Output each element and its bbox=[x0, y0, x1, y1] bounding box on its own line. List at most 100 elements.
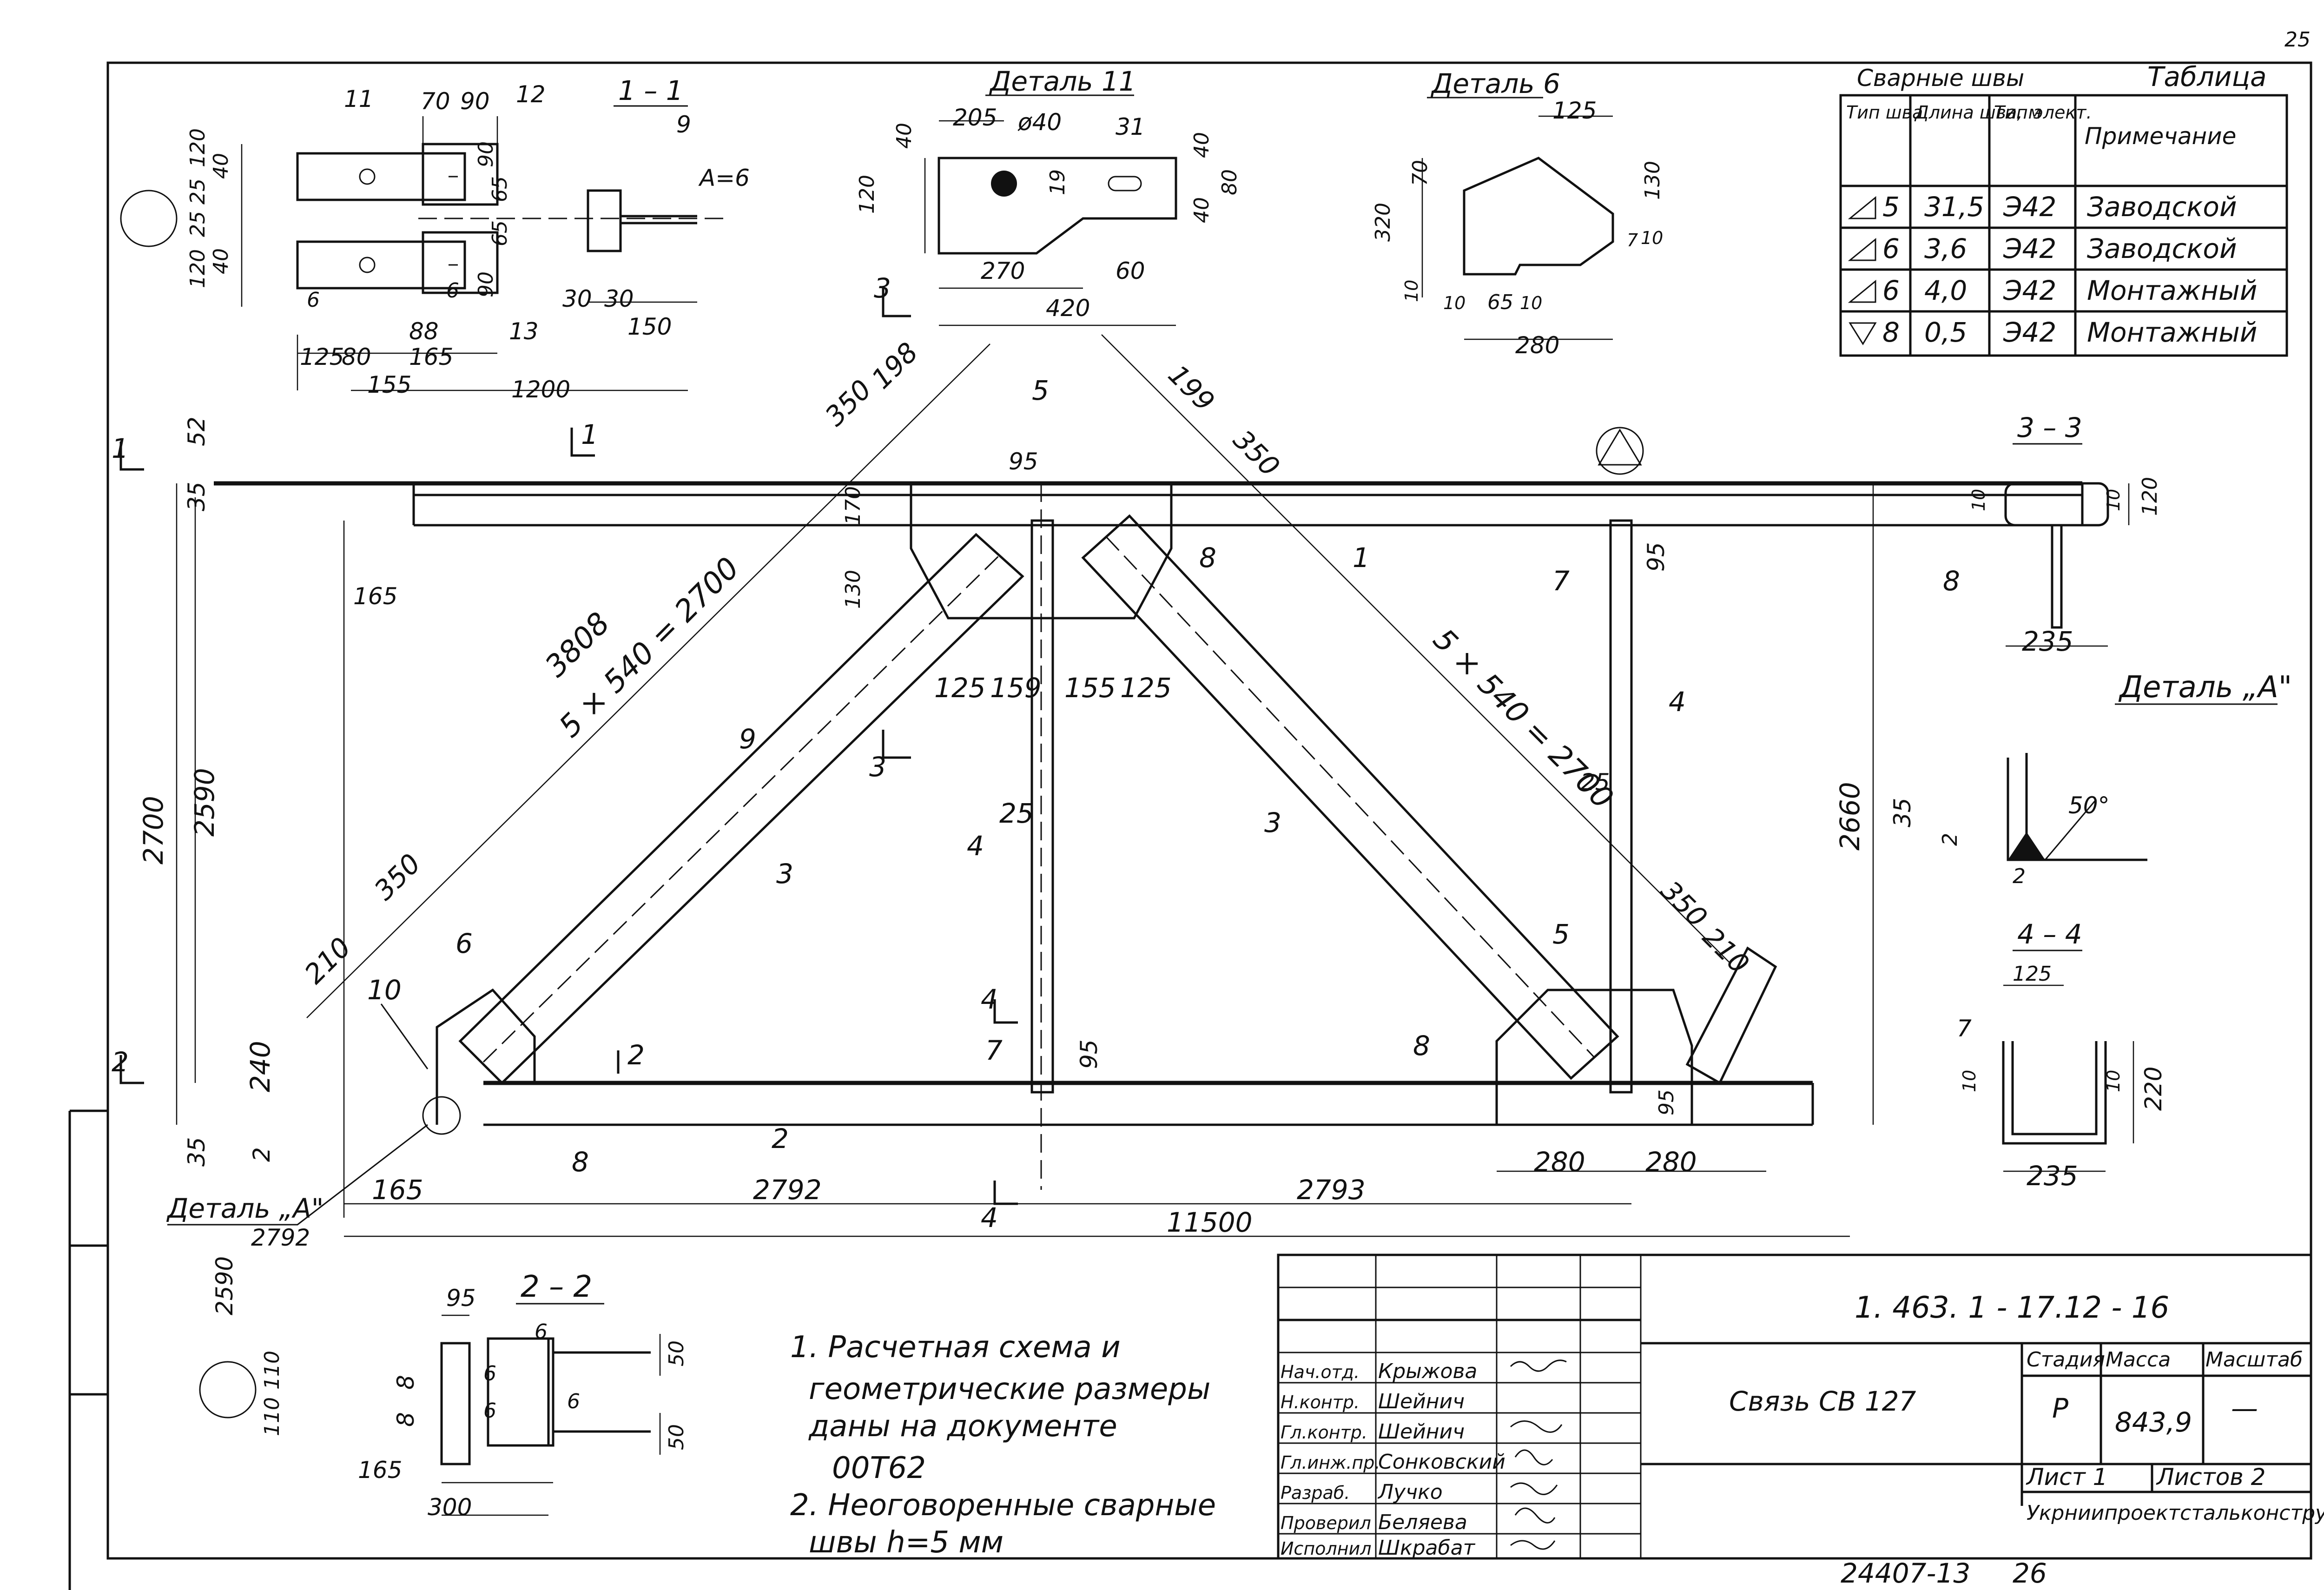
svg-text:165: 165 bbox=[353, 583, 397, 610]
svg-text:320: 320 bbox=[1371, 203, 1395, 242]
section-1-1: 1 – 1 70 90 12 11 9 А=6 120 40 25 25 120… bbox=[186, 75, 750, 403]
svg-text:40: 40 bbox=[209, 248, 233, 274]
section-mark-2-left: 2 bbox=[112, 1046, 129, 1078]
svg-text:10: 10 bbox=[2103, 1070, 2124, 1092]
svg-text:12: 12 bbox=[516, 81, 546, 108]
sheet-value: Лист 1 bbox=[2026, 1464, 2107, 1491]
svg-text:9: 9 bbox=[676, 111, 691, 138]
svg-text:240: 240 bbox=[244, 1041, 276, 1092]
svg-text:11500: 11500 bbox=[1167, 1207, 1253, 1238]
svg-text:40: 40 bbox=[209, 153, 233, 179]
svg-text:6: 6 bbox=[1882, 233, 1900, 264]
svg-text:6: 6 bbox=[483, 1362, 496, 1385]
section-3-3-title: 3 – 3 bbox=[2017, 412, 2082, 443]
svg-text:Беляева: Беляева bbox=[1378, 1511, 1467, 1534]
part-label-9: 9 bbox=[739, 723, 756, 755]
detail-a-title: Деталь „А" bbox=[2118, 670, 2292, 705]
detail-6: Деталь 6 125 70 320 130 10 65 10 10 7 10… bbox=[1371, 68, 1664, 359]
general-notes: 1. Расчетная схема и геометрические разм… bbox=[790, 1330, 1216, 1560]
svg-text:35: 35 bbox=[1889, 798, 1916, 827]
svg-text:11: 11 bbox=[344, 86, 374, 112]
detail-11: Деталь 11 205 ø40 31 40 120 19 40 80 40 … bbox=[855, 66, 1241, 326]
svg-text:25: 25 bbox=[186, 178, 210, 205]
svg-text:165: 165 bbox=[409, 343, 453, 370]
svg-text:52: 52 bbox=[183, 416, 210, 446]
svg-text:80: 80 bbox=[342, 343, 371, 370]
svg-text:120: 120 bbox=[855, 175, 879, 214]
svg-text:2700: 2700 bbox=[138, 796, 169, 864]
svg-text:125: 125 bbox=[934, 672, 986, 704]
svg-text:7: 7 bbox=[1627, 230, 1638, 251]
svg-text:40: 40 bbox=[892, 123, 916, 149]
svg-text:125: 125 bbox=[300, 343, 344, 370]
svg-text:40: 40 bbox=[1190, 197, 1214, 223]
section-mark-4-top: 4 bbox=[981, 983, 998, 1015]
detail-a-reference: Деталь „А" bbox=[166, 1193, 324, 1224]
svg-text:Крыжова: Крыжова bbox=[1378, 1359, 1477, 1383]
svg-text:25: 25 bbox=[186, 211, 210, 237]
svg-text:6: 6 bbox=[446, 279, 459, 303]
svg-text:65: 65 bbox=[488, 220, 512, 246]
svg-text:Заводской: Заводской bbox=[2087, 233, 2237, 264]
organization-line-1: Укрниипроектстальконструкция bbox=[2027, 1501, 2324, 1525]
svg-text:Шейнич: Шейнич bbox=[1378, 1390, 1465, 1413]
svg-text:6: 6 bbox=[535, 1320, 548, 1344]
svg-text:Стадия: Стадия bbox=[2027, 1348, 2105, 1372]
svg-text:ø40: ø40 bbox=[1017, 109, 1062, 136]
svg-text:95: 95 bbox=[1076, 1039, 1103, 1069]
svg-text:199: 199 bbox=[1162, 359, 1221, 417]
section-mark-1-left: 1 bbox=[112, 433, 129, 464]
svg-text:3,6: 3,6 bbox=[1924, 233, 1967, 264]
svg-text:40: 40 bbox=[1190, 132, 1214, 158]
svg-text:90: 90 bbox=[474, 141, 498, 167]
section-mark-3-bottom: 3 bbox=[869, 751, 886, 783]
svg-text:10: 10 bbox=[1968, 489, 1989, 511]
svg-text:8: 8 bbox=[1943, 565, 1960, 597]
note-line-5: 2. Неоговоренные сварные bbox=[790, 1488, 1216, 1523]
svg-text:25: 25 bbox=[1580, 769, 1610, 796]
svg-text:Заводской: Заводской bbox=[2087, 191, 2237, 223]
svg-text:Проверил: Проверил bbox=[1281, 1513, 1371, 1533]
svg-text:Шкрабат: Шкрабат bbox=[1378, 1536, 1476, 1560]
note-line-1: 1. Расчетная схема и bbox=[790, 1330, 1121, 1365]
svg-text:350: 350 bbox=[819, 374, 878, 432]
svg-text:Лучко: Лучко bbox=[1377, 1480, 1443, 1504]
inventory-number: 24407-13 bbox=[1841, 1557, 1970, 1589]
truss-elevation: 1 1 2 2 3 3 4 4 52 35 165 350 198 199 35… bbox=[112, 272, 2084, 1315]
svg-text:10: 10 bbox=[1401, 280, 1422, 302]
signatures bbox=[1510, 1359, 1567, 1550]
svg-text:10: 10 bbox=[1959, 1070, 1980, 1092]
svg-text:150: 150 bbox=[627, 313, 672, 340]
scale-value: — bbox=[2231, 1392, 2258, 1424]
svg-text:31: 31 bbox=[1116, 113, 1145, 140]
weld-row-1: 5 31,5 Э42 Заводской bbox=[1848, 191, 2237, 223]
svg-text:205: 205 bbox=[953, 104, 997, 131]
svg-text:60: 60 bbox=[1116, 257, 1145, 284]
weld-row-4: 8 0,5 Э42 Монтажный bbox=[1849, 317, 2257, 348]
section-4-4-title: 4 – 4 bbox=[2017, 918, 2082, 950]
svg-text:210: 210 bbox=[298, 931, 357, 990]
section-mark-1-right: 1 bbox=[581, 419, 598, 450]
part-label-8c: 8 bbox=[1413, 1030, 1430, 1062]
svg-text:65: 65 bbox=[488, 176, 512, 202]
svg-text:95: 95 bbox=[1643, 542, 1670, 572]
mass-value: 843,9 bbox=[2115, 1406, 2192, 1438]
page-number: 26 bbox=[2013, 1557, 2047, 1589]
detail-a: Деталь „А" 35 2 50° 2 bbox=[1889, 670, 2292, 888]
svg-text:6: 6 bbox=[307, 288, 320, 312]
svg-text:1200: 1200 bbox=[511, 376, 570, 403]
part-label-7a: 7 bbox=[985, 1035, 1003, 1066]
svg-text:170: 170 bbox=[841, 486, 865, 525]
svg-text:165: 165 bbox=[358, 1457, 402, 1484]
support-symbol bbox=[1596, 427, 1644, 475]
part-label-8a: 8 bbox=[1199, 542, 1216, 574]
detail-11-title: Деталь 11 bbox=[989, 66, 1136, 97]
svg-text:120: 120 bbox=[186, 128, 210, 167]
part-label-7b: 7 bbox=[1552, 565, 1570, 597]
svg-text:Масса: Масса bbox=[2106, 1348, 2171, 1372]
drawing-code: 1. 463. 1 - 17.12 - 16 bbox=[1855, 1291, 2169, 1325]
svg-text:88: 88 bbox=[409, 318, 439, 345]
svg-text:2: 2 bbox=[2013, 864, 2026, 888]
svg-text:2793: 2793 bbox=[1297, 1174, 1366, 1206]
part-label-2: 2 bbox=[772, 1123, 789, 1155]
